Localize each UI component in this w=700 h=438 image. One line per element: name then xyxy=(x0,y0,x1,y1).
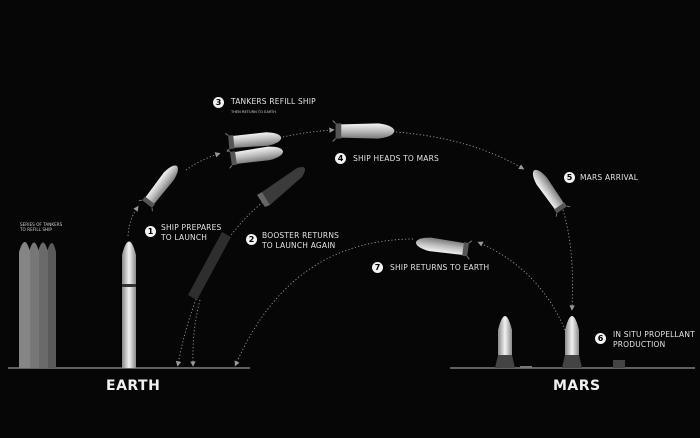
step-2-line: TO LAUNCH AGAIN xyxy=(262,241,336,250)
step-3-badge: 3 xyxy=(213,97,224,108)
step-6-line: IN SITU PROPELLANT xyxy=(613,330,695,339)
step-1-line: TO LAUNCH xyxy=(161,233,208,242)
step-2-line: BOOSTER RETURNS xyxy=(262,231,340,240)
path-return-earth xyxy=(234,238,414,367)
path-to-ship-4 xyxy=(282,127,335,138)
tanker-cluster xyxy=(19,242,56,368)
step-4-badge: 4 xyxy=(335,153,346,164)
ship-ascending xyxy=(138,160,185,212)
step-5-badge: 5 xyxy=(564,172,575,183)
step-4-label: SHIP HEADS TO MARS xyxy=(353,154,439,163)
step-3-subtitle: THEN RETURN TO EARTH xyxy=(231,110,276,114)
earth-rocket xyxy=(122,241,136,368)
path-mars-landing xyxy=(562,209,575,311)
step-1-label: SHIP PREPARES TO LAUNCH xyxy=(161,223,221,243)
step-2-label: BOOSTER RETURNS TO LAUNCH AGAIN xyxy=(262,231,339,251)
step-7-badge: 7 xyxy=(372,262,383,273)
path-booster-return-b xyxy=(190,299,201,367)
path-to-tankers xyxy=(185,152,221,171)
booster xyxy=(188,167,306,300)
step-3-label: TANKERS REFILL SHIP xyxy=(231,97,316,106)
path-launch xyxy=(127,205,139,237)
step-1-badge: 1 xyxy=(145,226,156,237)
mars-label: MARS xyxy=(553,378,601,394)
ship-returning xyxy=(414,232,473,260)
earth-label: EARTH xyxy=(106,378,161,394)
step-2-badge: 2 xyxy=(246,234,257,245)
path-mars-departure xyxy=(477,241,566,331)
step-6-badge: 6 xyxy=(595,333,606,344)
ship-mars-arrival xyxy=(526,164,571,218)
mars-ships xyxy=(495,316,625,368)
step-5-label: MARS ARRIVAL xyxy=(580,173,639,182)
step-6-line: PRODUCTION xyxy=(613,340,666,349)
tankers-note-line: SERIES OF TANKERS xyxy=(20,222,63,227)
step-6-label: IN SITU PROPELLANT PRODUCTION xyxy=(613,330,695,350)
step-7-label: SHIP RETURNS TO EARTH xyxy=(390,263,490,272)
tankers-note: SERIES OF TANKERS TO REFILL SHIP xyxy=(20,222,62,232)
ship-heading-to-mars xyxy=(332,119,396,143)
tankers-note-line: TO REFILL SHIP xyxy=(20,227,52,232)
step-1-line: SHIP PREPARES xyxy=(161,223,222,232)
